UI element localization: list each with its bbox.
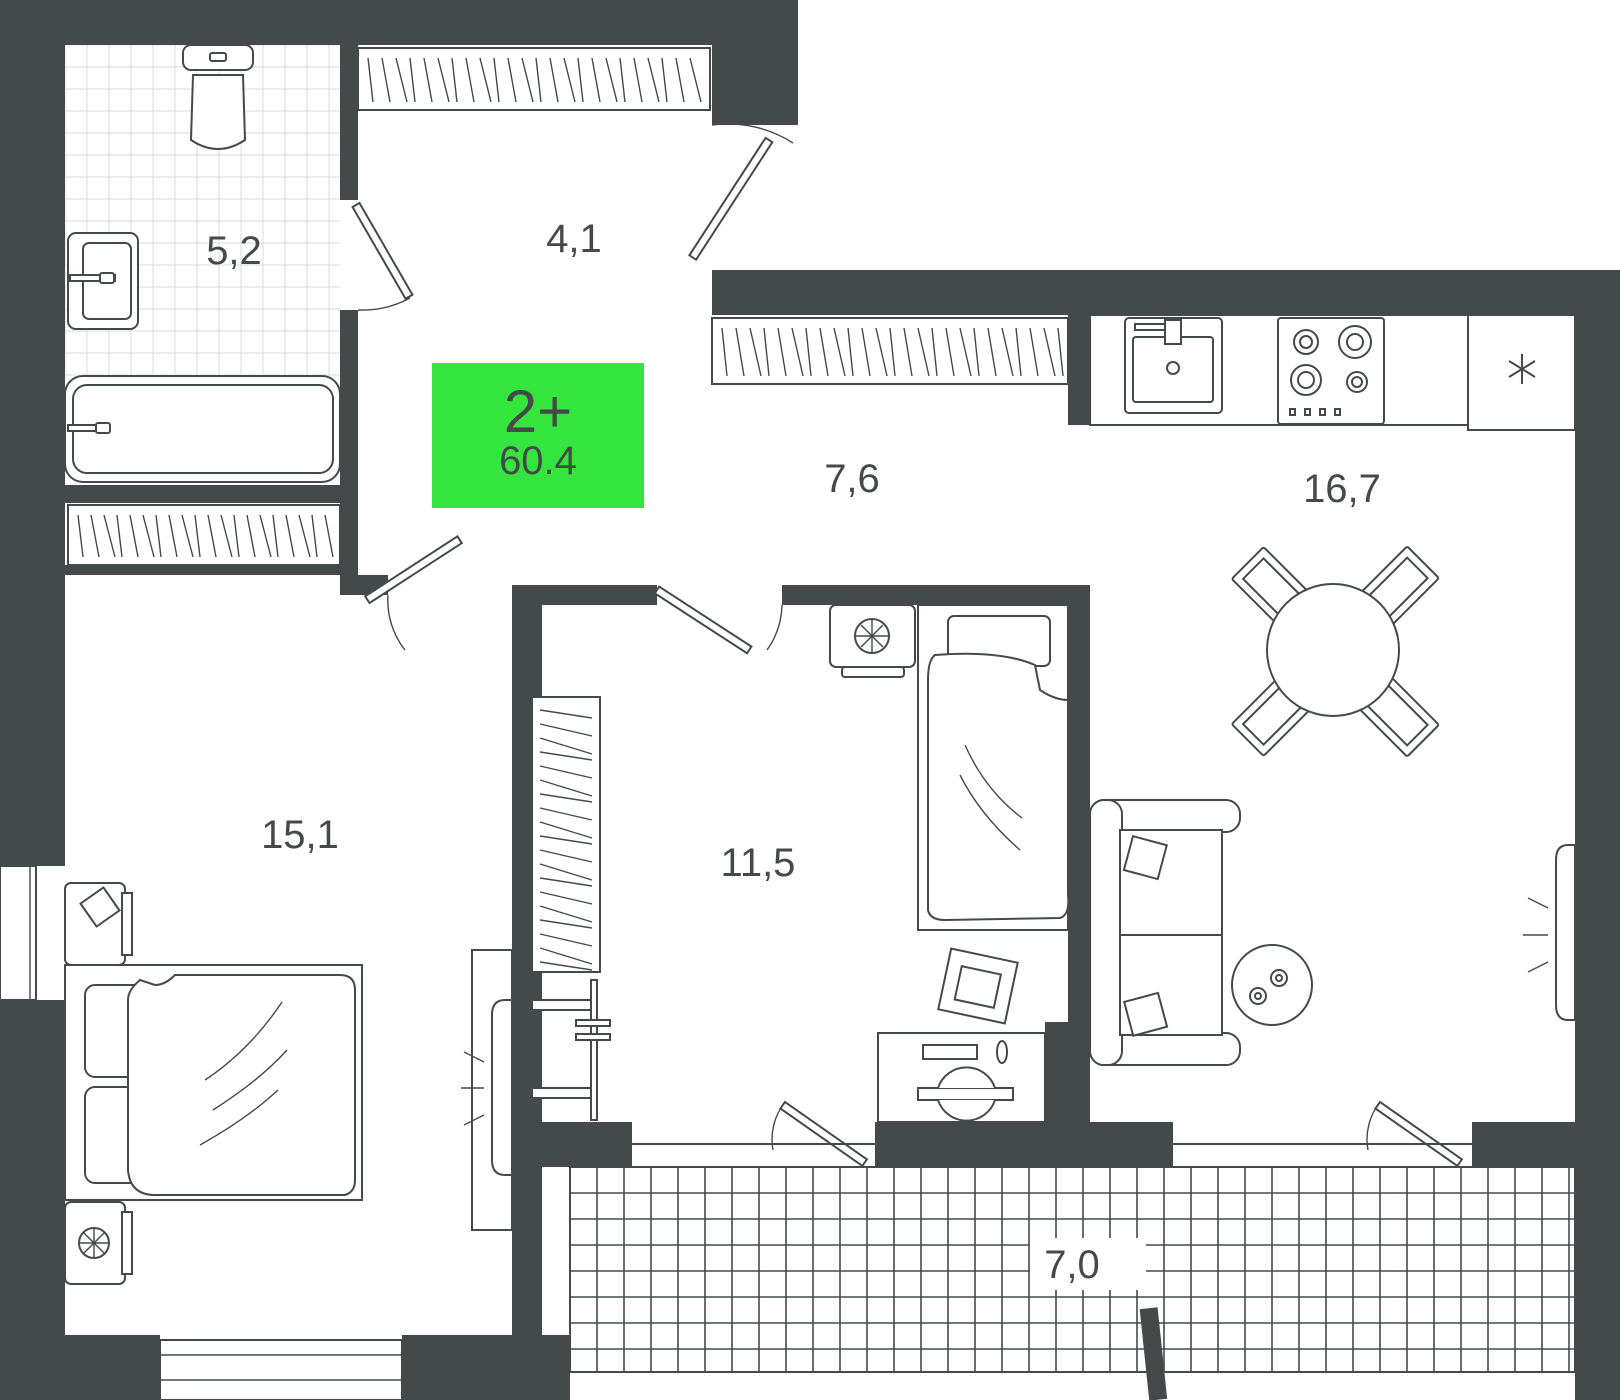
area-balcony: 7,0 — [1044, 1243, 1100, 1287]
wardrobe-corridor — [711, 317, 1069, 385]
area-corridor: 7,6 — [824, 457, 880, 501]
fridge-snowflake-icon — [1508, 354, 1536, 384]
badge-room-count: 2+ — [504, 378, 572, 445]
area-second-room: 11,5 — [721, 841, 796, 885]
area-kitchen-living: 16,7 — [1303, 467, 1381, 511]
wardrobe-hall-top — [357, 47, 711, 111]
bathtub-icon — [64, 375, 341, 483]
stove-icon — [1277, 317, 1385, 425]
bedroom-tv-icon — [461, 949, 513, 1231]
area-hallway: 4,1 — [546, 217, 602, 261]
room-ac-icon — [829, 604, 916, 678]
kitchen-sink-icon — [1124, 317, 1223, 414]
single-bed-icon — [917, 604, 1070, 931]
apartment-badge: 2+ 60.4 — [432, 363, 644, 508]
doors — [351, 123, 1464, 1168]
clothes-rail-icon — [531, 979, 611, 1121]
windows — [0, 865, 403, 1400]
wardrobe-room-vertical — [531, 696, 601, 973]
room-labels: 5,2 4,1 7,6 16,7 15,1 11,5 7,0 — [206, 217, 1381, 1290]
tv-icon — [1523, 844, 1576, 1021]
double-bed-icon — [64, 964, 363, 1201]
area-bedroom: 15,1 — [261, 813, 339, 857]
desk-chair-icon — [937, 947, 1019, 1025]
toilet-icon — [182, 44, 254, 150]
dining-table-icon — [1231, 546, 1440, 757]
area-bathroom: 5,2 — [206, 229, 262, 273]
nightstand-top-icon — [64, 882, 133, 966]
desk-icon — [877, 1032, 1046, 1123]
badge-total-area: 60.4 — [499, 439, 577, 483]
bedroom-ac-icon — [64, 1201, 133, 1285]
wardrobe-bath-bottom — [67, 504, 341, 566]
coffee-table-icon — [1231, 944, 1313, 1026]
sink-icon — [67, 232, 139, 330]
sofa-icon — [1089, 799, 1241, 1066]
